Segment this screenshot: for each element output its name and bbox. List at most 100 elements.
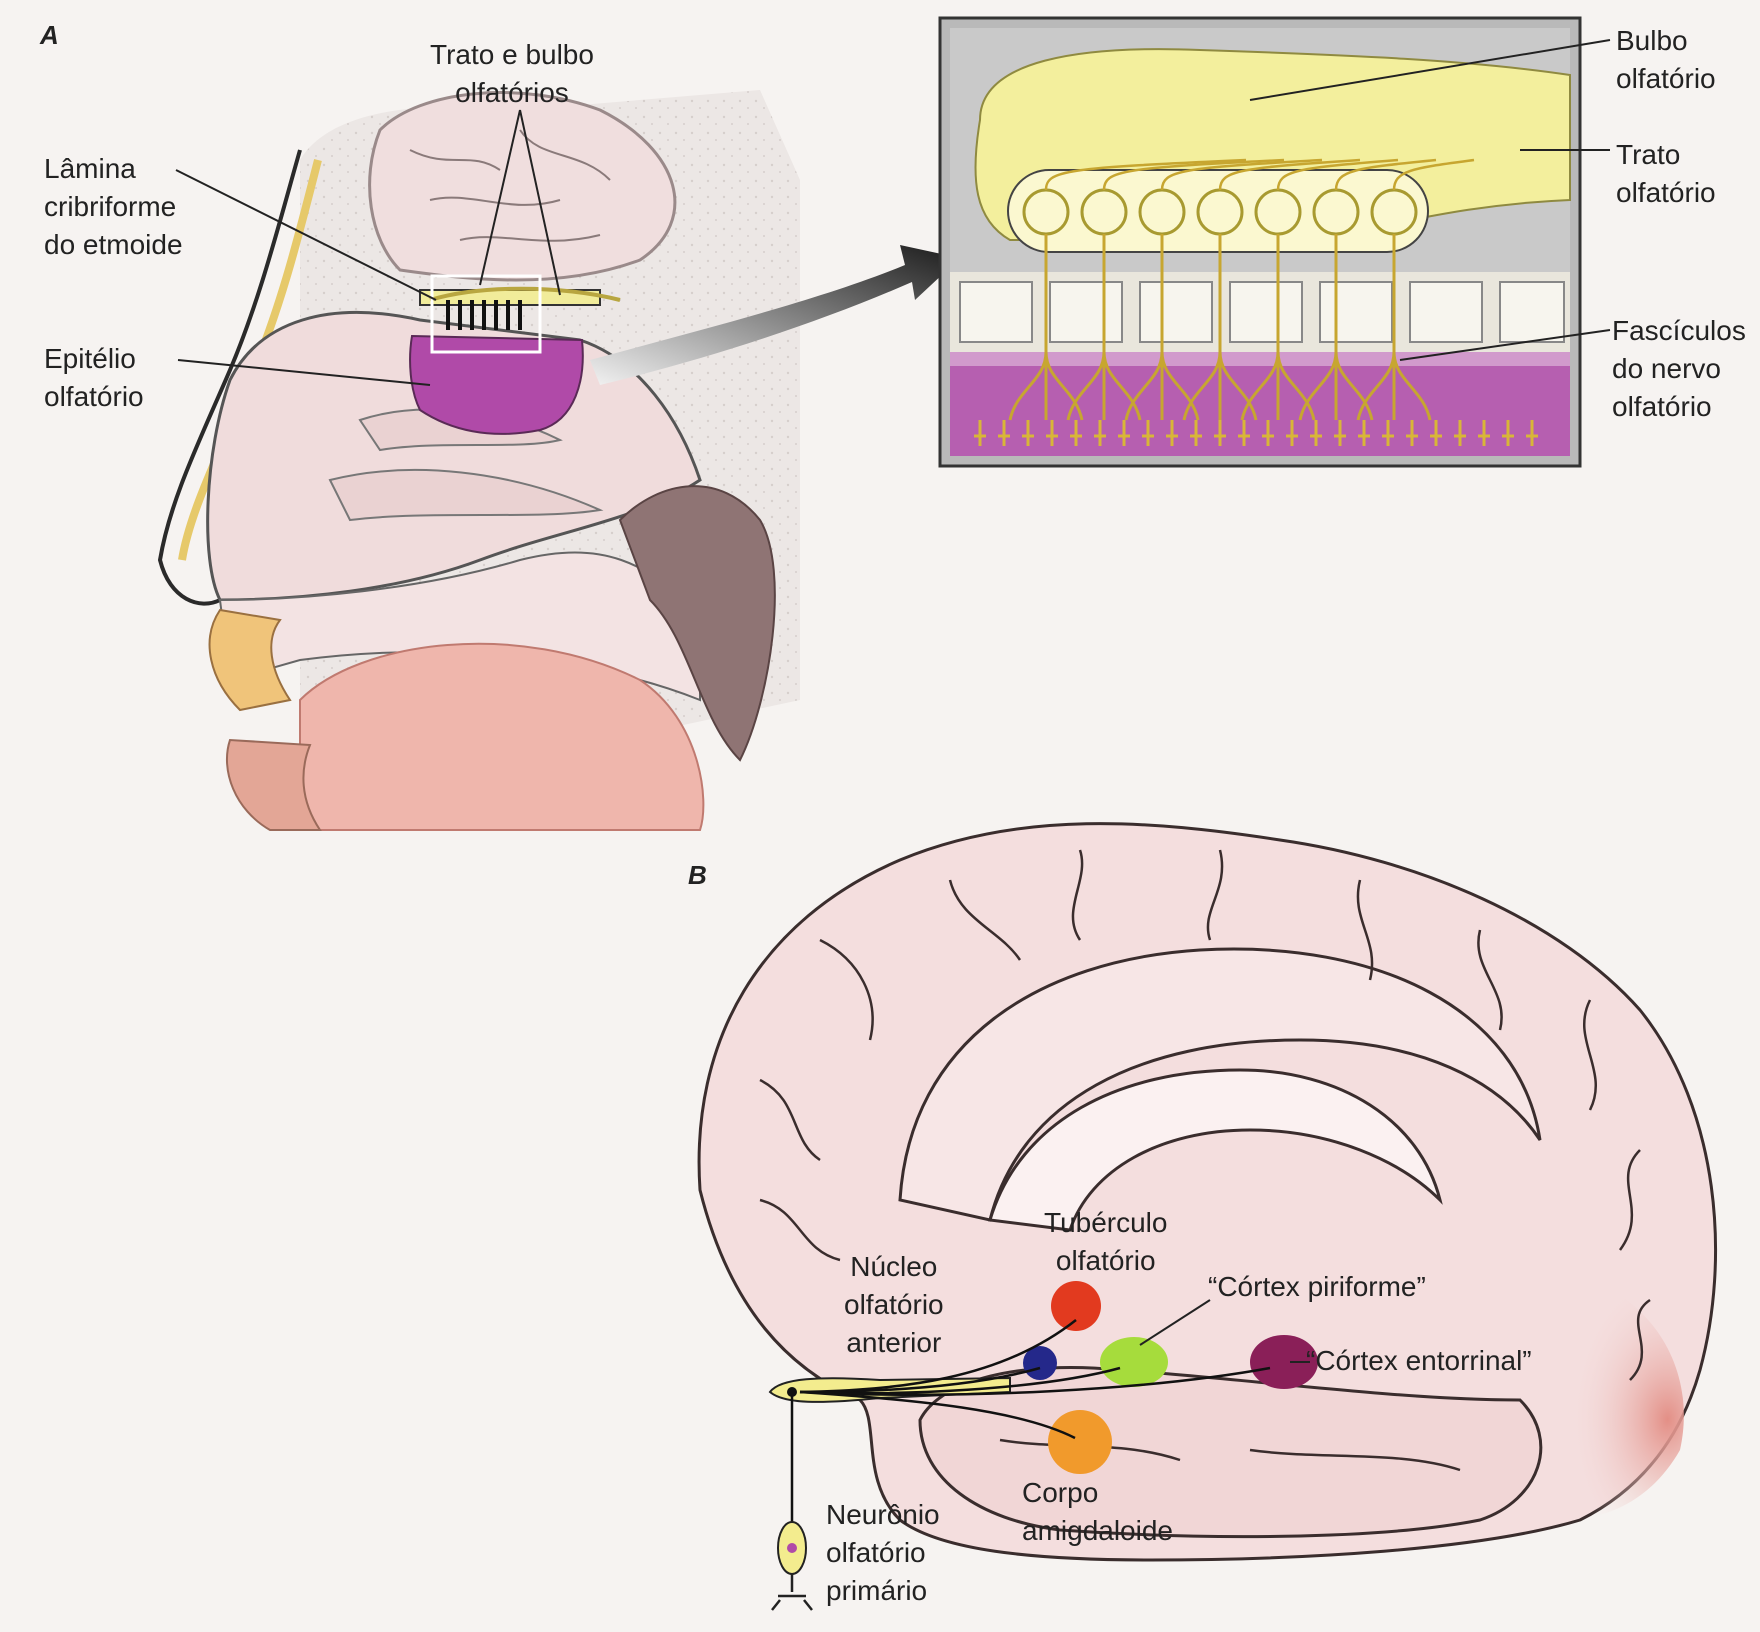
receptor-neuron (1502, 420, 1514, 446)
label-line: Trato (1616, 139, 1681, 170)
receptor-neuron (1310, 420, 1322, 446)
receptor-neuron (1190, 420, 1202, 446)
label-line: “Córtex piriforme” (1208, 1271, 1426, 1302)
nerve-fascicle (1066, 234, 1142, 421)
label-epithelium: Epitélio olfatório (44, 340, 144, 416)
mitral-cell-axon (1044, 158, 1247, 191)
label-line: olfatório (1055, 1245, 1156, 1276)
middle-turbinate (328, 469, 604, 522)
receptor-neuron (1382, 420, 1394, 446)
zoom-arrow (590, 245, 960, 385)
inset-neurons (974, 158, 1538, 446)
label-inset-bulb: Bulbo olfatório (1616, 22, 1716, 98)
glomerulus (1080, 188, 1128, 236)
receptor-neuron (1166, 420, 1178, 446)
mitral-cell-axon (1334, 158, 1437, 191)
glomerulus (1022, 188, 1070, 236)
inset-highlight-box (430, 274, 542, 354)
receptor-neuron (998, 420, 1010, 446)
frontal-lobe (368, 91, 677, 282)
label-piriform: “Córtex piriforme” (1208, 1268, 1426, 1306)
label-line: Núcleo (850, 1251, 938, 1282)
nerve-fascicle (1240, 234, 1316, 421)
label-line: olfatório (44, 381, 144, 412)
lower-lip (225, 738, 322, 831)
label-line: olfatório (826, 1537, 926, 1568)
label-tract-bulb: Trato e bulbo olfatórios (430, 36, 594, 112)
label-line: Neurônio (826, 1499, 940, 1530)
label-line: cribriforme (44, 191, 177, 222)
receptor-neuron (1478, 420, 1490, 446)
mitral-cell-axon (1102, 158, 1285, 191)
frontal-sulci (409, 129, 611, 242)
glomerulus (1312, 188, 1360, 236)
receptor-neuron (1238, 420, 1250, 446)
receptor-neuron (1334, 420, 1346, 446)
receptor-neuron (1142, 420, 1154, 446)
piriform-cortex-node (1100, 1337, 1168, 1387)
receptor-neuron (1430, 420, 1442, 446)
label-cribriform: Lâmina cribriforme do etmoide (44, 150, 183, 264)
glomerulus (1138, 188, 1186, 236)
panel-a-leader-lines (175, 109, 561, 386)
label-line: do etmoide (44, 229, 183, 260)
brain-medial-view (697, 822, 1718, 1611)
cribriform-bone-blocks (959, 281, 1565, 343)
receptor-neuron (1070, 420, 1082, 446)
label-line: Bulbo (1616, 25, 1688, 56)
nerve-fascicle (1356, 234, 1432, 421)
label-anterior-nucleus: Núcleo olfatório anterior (844, 1248, 944, 1362)
label-tubercle: Tubérculo olfatório (1044, 1204, 1167, 1280)
head-sagittal-section (157, 90, 800, 831)
label-primary-neuron: Neurônio olfatório primário (826, 1496, 940, 1610)
amygdala-node (1048, 1410, 1112, 1474)
nerve-fascicle (1008, 234, 1084, 421)
receptor-neuron (1262, 420, 1274, 446)
receptor-neuron (974, 420, 986, 446)
label-line: olfatório (1612, 391, 1712, 422)
label-line: “Córtex entorrinal” (1306, 1345, 1532, 1376)
receptor-neuron (1454, 420, 1466, 446)
brain-sulci (759, 849, 1651, 1472)
panel-b-letter: B (688, 860, 707, 890)
nerve-fascicle (1182, 234, 1258, 421)
label-line: olfatórios (455, 77, 569, 108)
occipital-shading (1520, 1270, 1684, 1520)
label-line: anterior (846, 1327, 942, 1358)
label-line: Tubérculo (1044, 1207, 1168, 1238)
panel-b-leader-lines (1139, 1299, 1310, 1363)
inset-detail (938, 16, 1611, 468)
label-line: do nervo (1612, 353, 1721, 384)
glomerulus (1254, 188, 1302, 236)
label-line: olfatório (844, 1289, 944, 1320)
olfactory-tubercle-node (1051, 1281, 1101, 1331)
olfactory-tract-a (429, 286, 621, 302)
label-line: olfatório (1616, 63, 1716, 94)
receptor-neuron (1094, 420, 1106, 446)
mitral-cell-axon (1218, 158, 1361, 191)
nerve-fascicle (1298, 234, 1374, 421)
receptor-neuron (1046, 420, 1058, 446)
mitral-cell-axon (1392, 158, 1475, 191)
receptor-neuron (1118, 420, 1130, 446)
label-inset-fascicles: Fascículos do nervo olfatório (1612, 312, 1746, 426)
receptor-neuron (1022, 420, 1034, 446)
nerve-fascicle (1124, 234, 1200, 421)
inset-leader-lines (1249, 39, 1611, 361)
mitral-cell-axon (1160, 158, 1323, 191)
glomerulus (1196, 188, 1244, 236)
tongue (299, 642, 705, 831)
label-line: Epitélio (44, 343, 136, 374)
epithelium-band-inset (950, 360, 1570, 456)
label-line: olfatório (1616, 177, 1716, 208)
pharynx (618, 485, 776, 762)
mitral-cell-axon (1276, 158, 1399, 191)
receptor-neuron (1526, 420, 1538, 446)
label-line: primário (826, 1575, 928, 1606)
label-line: Trato e bulbo (430, 39, 594, 70)
glomerulus (1370, 188, 1418, 236)
receptor-neuron (1214, 420, 1226, 446)
label-line: Fascículos (1612, 315, 1746, 346)
projection-fibers (799, 1319, 1271, 1440)
